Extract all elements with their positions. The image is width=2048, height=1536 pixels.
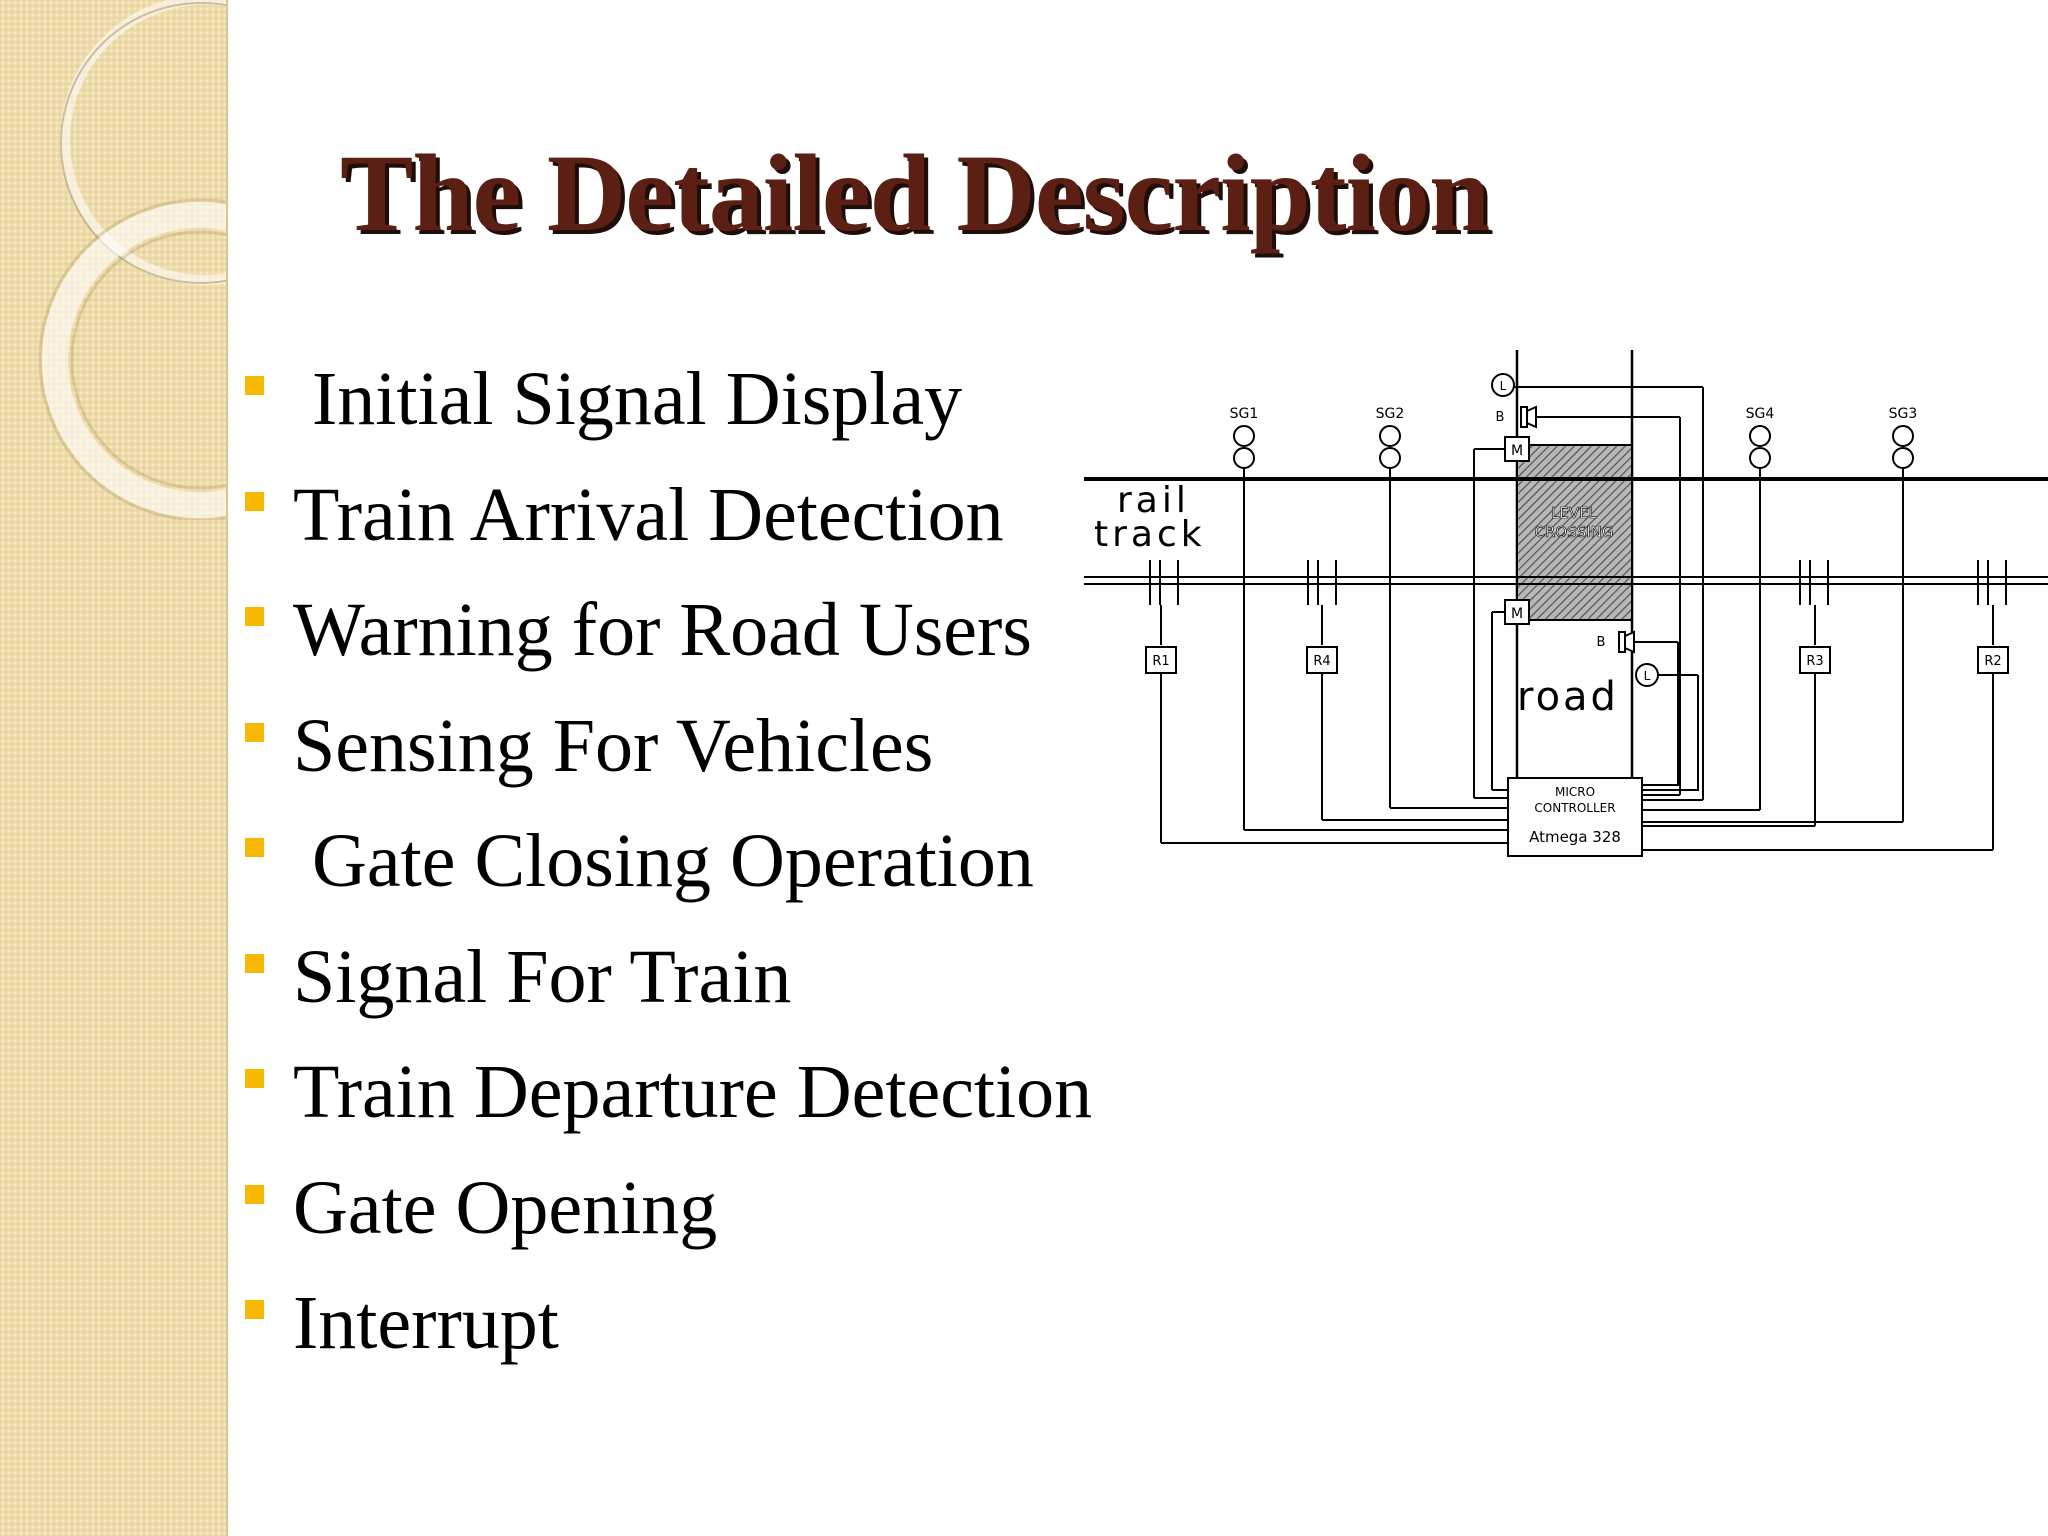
- sensor-label: R2: [1984, 654, 2001, 669]
- decorative-side-band: [0, 0, 228, 1536]
- signal-sg3: SG3: [1889, 406, 1918, 822]
- signal-label: SG2: [1376, 406, 1405, 422]
- road-label: road: [1517, 674, 1619, 720]
- gate-motor-bottom: M: [1491, 599, 1530, 790]
- buzzer-label: B: [1597, 635, 1606, 650]
- slide-title: The Detailed Description: [340, 132, 1490, 254]
- bullet-text: Initial Signal Display: [312, 357, 963, 441]
- bullet-text: Signal For Train: [293, 934, 792, 1019]
- controller-line-3: Atmega 328: [1529, 828, 1621, 846]
- bullet-square-icon: [245, 607, 264, 626]
- motor-label: M: [1511, 606, 1523, 622]
- sensor-r1: R1: [1145, 560, 1179, 843]
- bullet-square-icon: [245, 953, 264, 973]
- bullet-square-icon: [245, 722, 264, 742]
- gate-motor-top: M: [1473, 436, 1530, 798]
- bullet-text: Sensing For Vehicles: [293, 703, 934, 788]
- sensor-label: R3: [1806, 654, 1823, 669]
- sensor-label: R4: [1313, 654, 1330, 669]
- controller-line-1: MICRO: [1555, 785, 1595, 799]
- signal-sg4: SG4: [1746, 406, 1775, 810]
- bullet-text: Train Departure Detection: [293, 1050, 1093, 1134]
- signal-sg1: SG1: [1230, 406, 1259, 830]
- bullet-square-icon: [245, 1069, 264, 1088]
- rail-label: rail: [1117, 480, 1190, 521]
- led-bottom: L: [1635, 663, 1698, 687]
- microcontroller: MICRO CONTROLLER Atmega 328: [1507, 777, 1643, 857]
- track-label: track: [1094, 514, 1206, 555]
- signal-label: SG4: [1746, 406, 1775, 422]
- level-crossing-diagram: LEVEL CROSSING rail track road SG1 SG2 S…: [1084, 350, 2048, 857]
- bullet-text: Gate Closing Operation: [312, 819, 1034, 903]
- bullet-text: Warning for Road Users: [293, 588, 1032, 672]
- bullet-square-icon: [245, 1300, 264, 1319]
- signal-label: SG3: [1889, 406, 1918, 422]
- sensor-r2: R2: [1977, 560, 2009, 850]
- buzzer-bottom: B: [1597, 630, 1678, 654]
- crossing-label-1: LEVEL: [1551, 504, 1598, 522]
- signal-sg2: SG2: [1376, 406, 1405, 808]
- bullet-square-icon: [245, 1184, 264, 1204]
- led-top: L: [1491, 373, 1704, 800]
- signal-label: SG1: [1230, 406, 1259, 422]
- bullet-text: Gate Opening: [293, 1165, 718, 1250]
- sensor-r4: R4: [1306, 560, 1338, 820]
- bullet-text: Interrupt: [293, 1281, 559, 1365]
- controller-line-2: CONTROLLER: [1534, 801, 1615, 815]
- bullet-square-icon: [245, 376, 264, 395]
- sensor-r3: R3: [1799, 560, 1831, 826]
- decorative-rings: [38, 0, 226, 520]
- bullet-square-icon: [245, 838, 264, 857]
- bullet-square-icon: [245, 491, 264, 511]
- sensor-label: R1: [1152, 654, 1169, 669]
- buzzer-top: B: [1496, 405, 1681, 795]
- crossing-label-2: CROSSING: [1534, 523, 1613, 541]
- motor-label: M: [1511, 443, 1523, 459]
- bullet-text: Train Arrival Detection: [293, 472, 1004, 557]
- led-label: L: [1500, 379, 1507, 393]
- level-crossing-area: [1516, 444, 1633, 621]
- buzzer-label: B: [1496, 410, 1505, 425]
- led-label: L: [1644, 669, 1651, 683]
